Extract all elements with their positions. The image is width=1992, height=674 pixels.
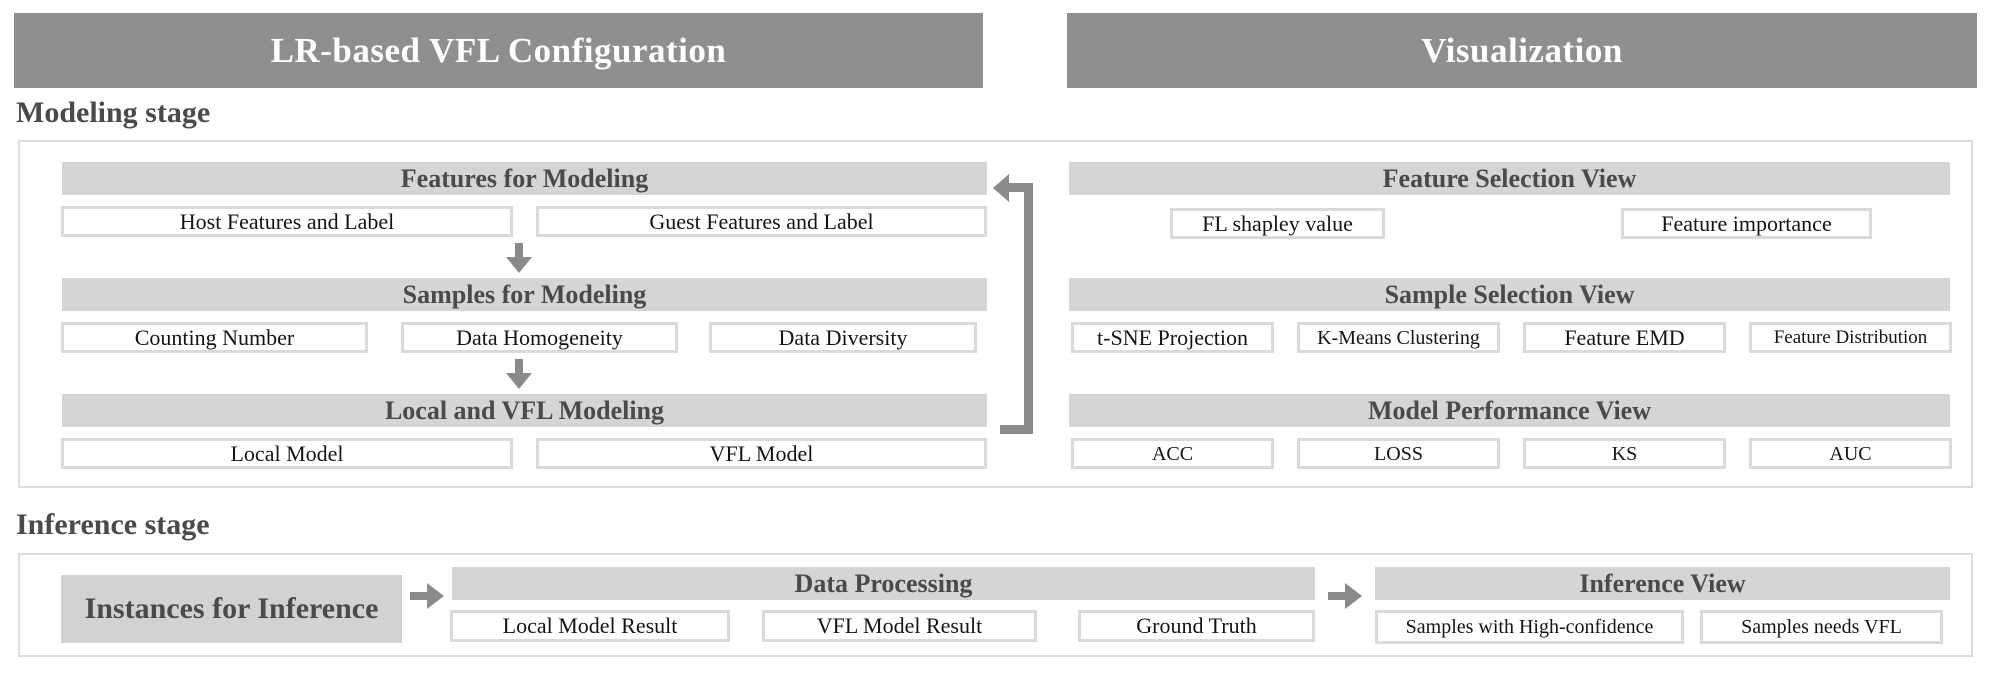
inference-panel: Instances for Inference Data Processing … [18,553,1973,657]
right-arrow-icon [1328,582,1362,615]
box-host-features-and-label: Host Features and Label [61,206,513,237]
box-vfl-model: VFL Model [536,438,987,469]
box-local-model: Local Model [61,438,513,469]
section-bar-sample-selection-view: Sample Selection View [1069,278,1950,311]
box-tsne-projection: t-SNE Projection [1071,322,1274,353]
box-feature-importance: Feature importance [1621,208,1872,239]
modeling-stage-label: Modeling stage [16,96,211,129]
box-samples-needs-vfl: Samples needs VFL [1700,610,1943,644]
box-feature-emd: Feature EMD [1523,322,1726,353]
box-data-homogeneity: Data Homogeneity [401,322,678,353]
box-samples-with-high-confidence: Samples with High-confidence [1375,610,1684,644]
section-bar-model-performance-view: Model Performance View [1069,394,1950,427]
modeling-panel: Features for Modeling Host Features and … [18,140,1973,488]
box-local-model-result: Local Model Result [450,610,730,642]
section-bar-feature-selection-view: Feature Selection View [1069,162,1950,195]
header-visualization: Visualization [1067,13,1977,88]
box-feature-distribution: Feature Distribution [1749,322,1952,353]
box-acc: ACC [1071,438,1274,469]
box-auc: AUC [1749,438,1952,469]
box-guest-features-and-label: Guest Features and Label [536,206,987,237]
box-kmeans-clustering: K-Means Clustering [1297,322,1500,353]
box-counting-number: Counting Number [61,322,368,353]
inference-stage-label: Inference stage [16,508,210,541]
box-instances-for-inference: Instances for Inference [61,575,402,643]
down-arrow-icon [506,243,532,278]
header-lr-vfl-configuration: LR-based VFL Configuration [14,13,983,88]
section-bar-samples-for-modeling: Samples for Modeling [62,278,987,311]
box-ground-truth: Ground Truth [1078,610,1315,642]
section-bar-inference-view: Inference View [1375,567,1950,600]
box-vfl-model-result: VFL Model Result [762,610,1037,642]
section-bar-features-for-modeling: Features for Modeling [62,162,987,195]
feedback-loop-arrow-icon [990,170,1038,445]
box-data-diversity: Data Diversity [709,322,977,353]
right-arrow-icon [410,582,444,615]
box-ks: KS [1523,438,1726,469]
box-fl-shapley-value: FL shapley value [1170,208,1385,239]
section-bar-data-processing: Data Processing [452,567,1315,600]
box-loss: LOSS [1297,438,1500,469]
down-arrow-icon [506,359,532,394]
section-bar-local-and-vfl-modeling: Local and VFL Modeling [62,394,987,427]
